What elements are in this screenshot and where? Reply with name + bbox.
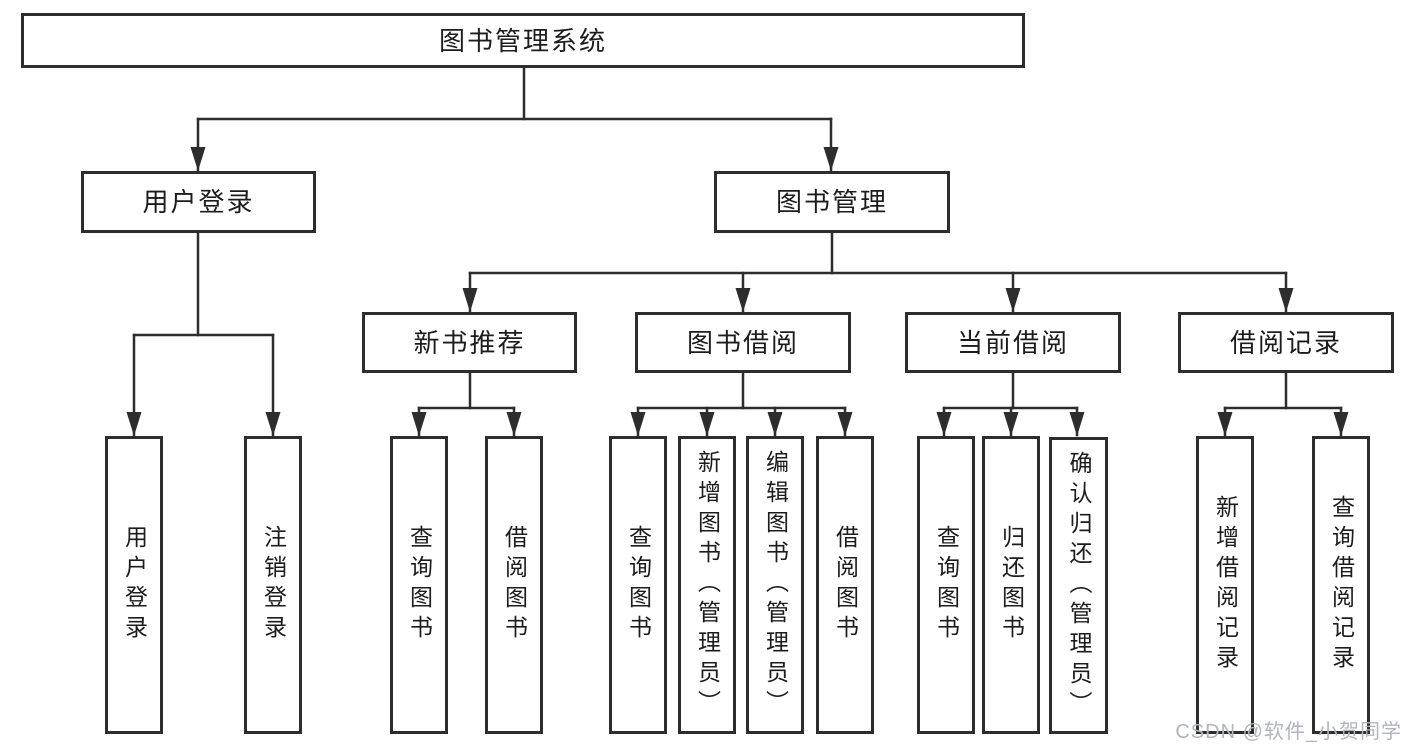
node-leaf-logout-label: 注销登录 (260, 525, 287, 645)
node-current-return-book-label: 归还图书 (998, 525, 1025, 645)
node-borrow-edit-book-admin: 编辑图书（管理员） (746, 436, 804, 734)
node-leaf-user-login: 用户登录 (105, 436, 163, 734)
node-current-query-book: 查询图书 (917, 436, 975, 734)
node-newrec-query-book: 查询图书 (390, 436, 448, 734)
node-leaf-logout: 注销登录 (244, 436, 302, 734)
node-new-book-recommendation-label: 新书推荐 (413, 327, 526, 358)
node-records-query-record-label: 查询借阅记录 (1328, 495, 1355, 675)
node-borrow-query-book-label: 查询图书 (625, 525, 652, 645)
node-new-book-recommendation: 新书推荐 (362, 312, 577, 373)
node-current-borrowing-label: 当前借阅 (956, 327, 1069, 358)
node-newrec-query-book-label: 查询图书 (406, 525, 433, 645)
node-newrec-borrow-book: 借阅图书 (485, 436, 543, 734)
node-borrow-edit-book-admin-label: 编辑图书（管理员） (762, 450, 789, 720)
node-records-add-record-label: 新增借阅记录 (1212, 495, 1239, 675)
node-root-label: 图书管理系统 (438, 25, 607, 56)
node-user-login-label: 用户登录 (142, 187, 255, 217)
node-borrow-borrow-book-label: 借阅图书 (832, 525, 859, 645)
node-borrow-add-book-admin-label: 新增图书（管理员） (694, 450, 721, 720)
node-book-management: 图书管理 (714, 171, 950, 233)
node-leaf-user-login-label: 用户登录 (121, 525, 148, 645)
node-user-login: 用户登录 (81, 171, 316, 233)
watermark-text: CSDN @软件_小贺同学 (1175, 721, 1402, 743)
node-current-confirm-return-admin-label: 确认归还（管理员） (1066, 450, 1092, 721)
node-records-query-record: 查询借阅记录 (1312, 436, 1370, 734)
node-current-return-book: 归还图书 (982, 436, 1040, 734)
node-borrow-borrow-book: 借阅图书 (816, 436, 874, 734)
node-records-add-record: 新增借阅记录 (1196, 436, 1254, 734)
node-book-borrowing: 图书借阅 (635, 312, 851, 373)
node-newrec-borrow-book-label: 借阅图书 (501, 525, 528, 645)
node-root: 图书管理系统 (21, 13, 1025, 68)
node-current-borrowing: 当前借阅 (905, 312, 1121, 373)
node-current-query-book-label: 查询图书 (933, 525, 960, 645)
node-current-confirm-return-admin: 确认归还（管理员） (1049, 437, 1108, 734)
node-borrow-add-book-admin: 新增图书（管理员） (678, 436, 736, 734)
node-borrowing-records: 借阅记录 (1178, 312, 1394, 373)
node-borrow-query-book: 查询图书 (609, 436, 667, 734)
node-borrowing-records-label: 借阅记录 (1229, 327, 1342, 358)
node-book-management-label: 图书管理 (775, 187, 888, 217)
node-book-borrowing-label: 图书借阅 (686, 327, 799, 358)
